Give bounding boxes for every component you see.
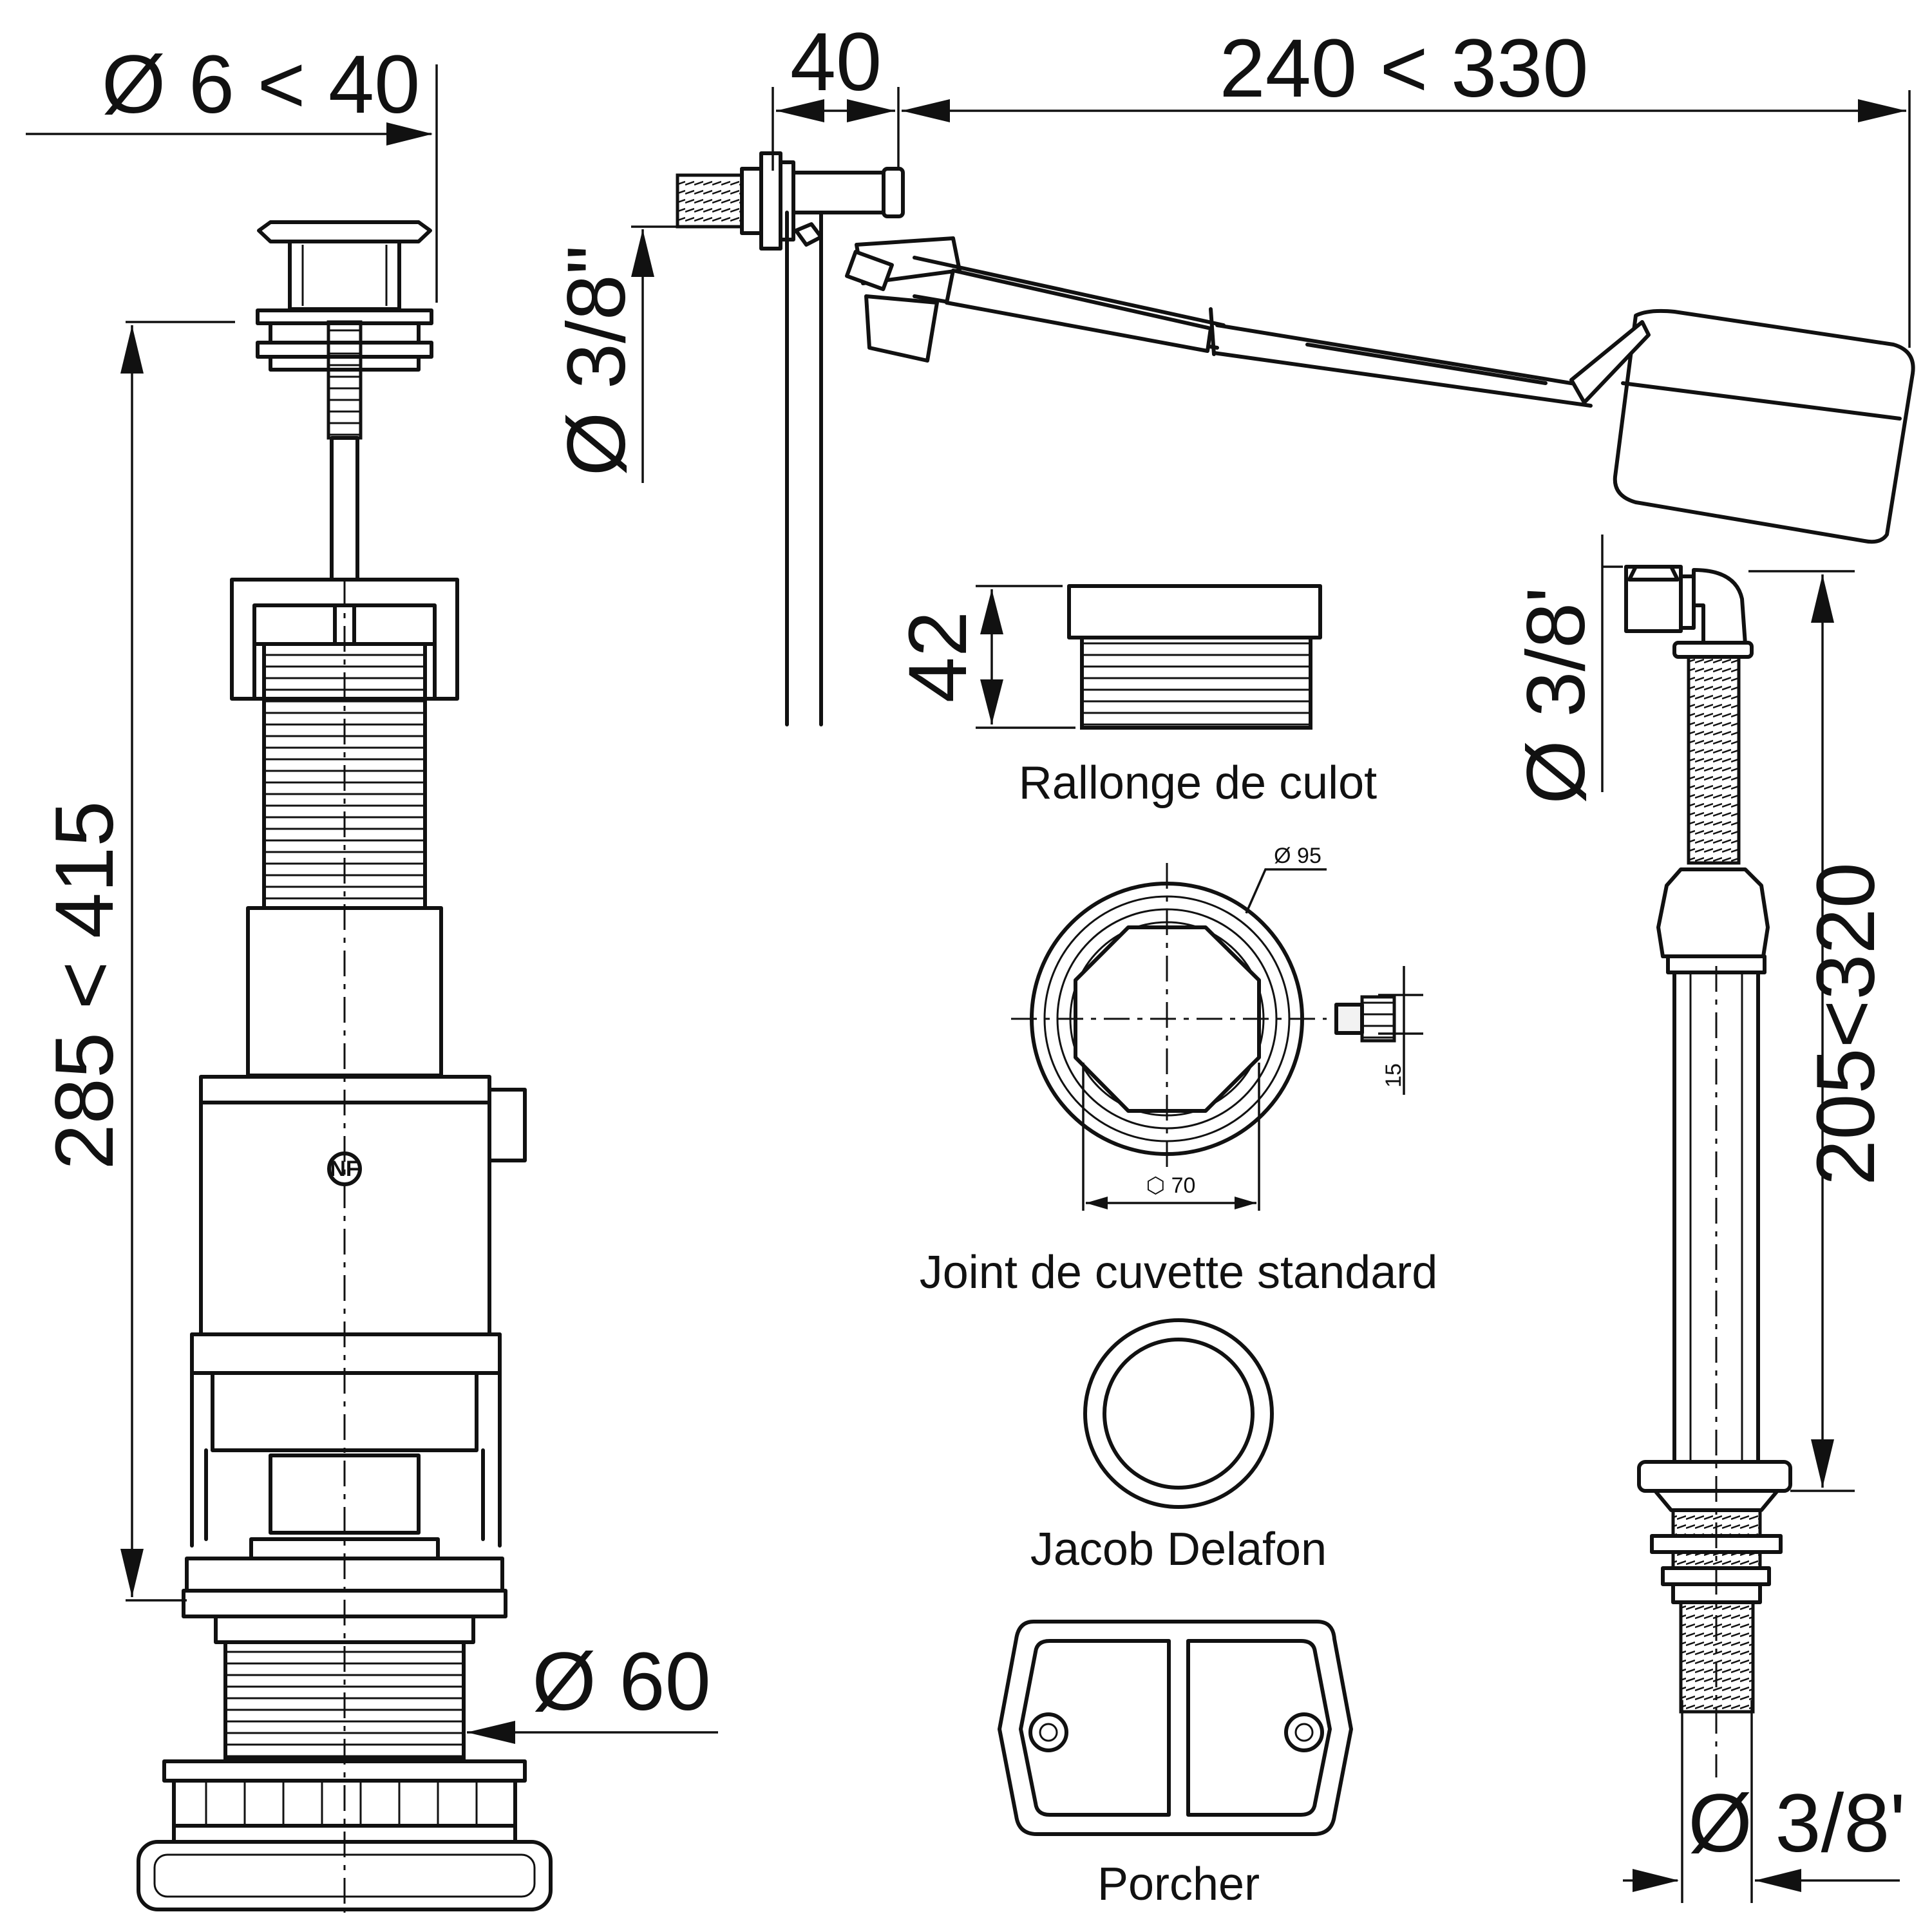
jacob-label: Jacob Delafon: [1030, 1524, 1327, 1575]
gasket-inner-label: ⬡ 70: [1146, 1173, 1196, 1198]
valve-thread-label: Ø 3/8": [551, 245, 643, 477]
dim-overflow-height: 285 < 415: [39, 321, 235, 1602]
extension-part: 42 Rallonge de culot: [892, 584, 1377, 809]
inlet-hose-drawing: [1624, 565, 1792, 1777]
extension-height-label: 42: [892, 611, 984, 703]
dim-inlet-thread-top: Ø 3/8': [1510, 535, 1623, 804]
valve-offset-label: 40: [790, 16, 882, 108]
gasket-label: Joint de cuvette standard: [920, 1247, 1438, 1298]
outlet-diameter-label: Ø 60: [532, 1636, 711, 1728]
gasket-outer-label: Ø 95: [1274, 844, 1321, 868]
arm-length-label: 240 < 330: [1220, 23, 1589, 115]
jacob-delafon-part: Jacob Delafon: [1030, 1318, 1327, 1575]
fill-valve-drawing: [676, 151, 1915, 726]
dim-valve-offset: 40: [772, 16, 900, 171]
inlet-height-label: 205<320: [1800, 862, 1892, 1186]
inlet-thread-bottom-label: Ø 3/8': [1688, 1777, 1906, 1870]
dim-inlet-height: 205<320: [1748, 570, 1892, 1492]
overflow-diameter-label: Ø 6 < 40: [102, 39, 421, 131]
porcher-part: Porcher: [998, 1620, 1353, 1910]
dim-inlet-thread-bottom: Ø 3/8': [1623, 1700, 1906, 1903]
overflow-height-label: 285 < 415: [39, 801, 131, 1170]
dim-outlet-diameter: Ø 60: [467, 1636, 718, 1744]
porcher-label: Porcher: [1097, 1859, 1260, 1910]
dim-overflow-diameter: Ø 6 < 40: [26, 39, 438, 303]
extension-label: Rallonge de culot: [1019, 757, 1377, 809]
inlet-thread-top-label: Ø 3/8': [1510, 587, 1602, 804]
gasket-part: 15 Ø 95 ⬡ 70 Joint de cuvette standard: [920, 844, 1438, 1298]
flush-valve-drawing: NF: [137, 220, 553, 1913]
gasket-side-label: 15: [1381, 1063, 1406, 1088]
dim-arm-length: 240 < 330: [902, 23, 1911, 348]
dim-valve-thread: Ø 3/8": [551, 225, 679, 483]
